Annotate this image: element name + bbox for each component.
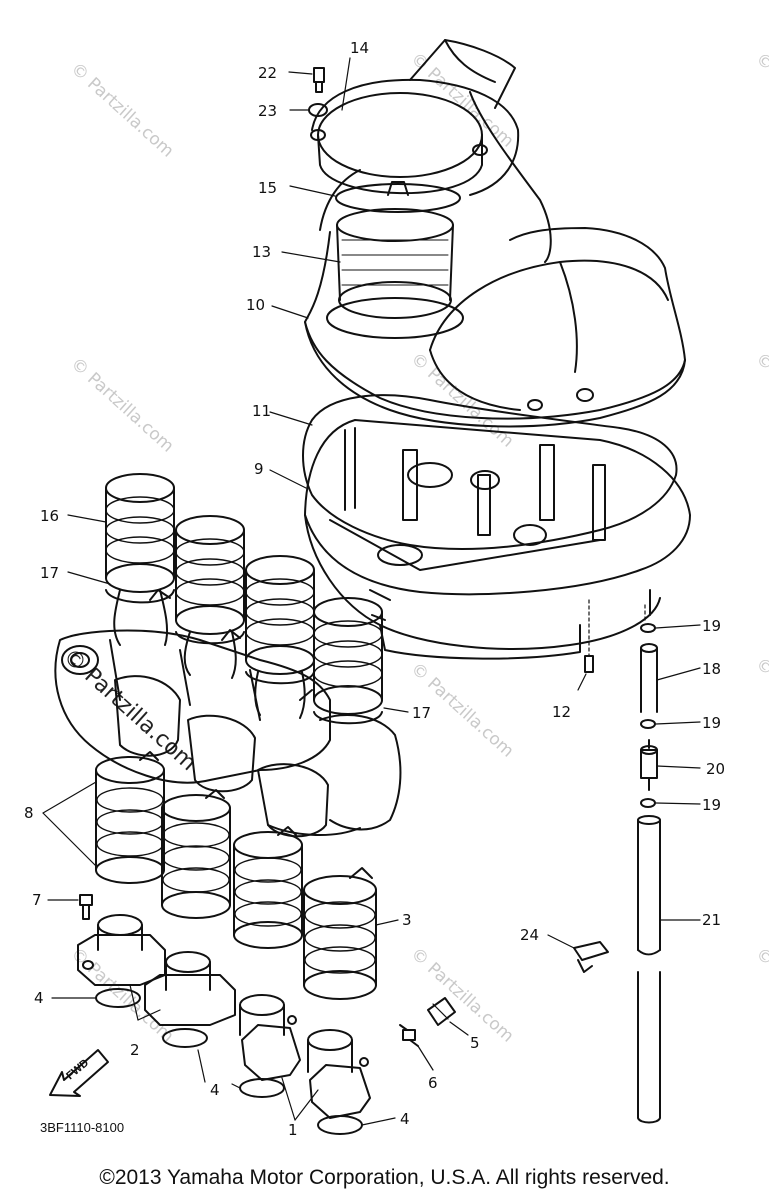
callout-4a: 4 bbox=[34, 989, 44, 1007]
screw-12 bbox=[577, 599, 594, 691]
clip-19 bbox=[640, 623, 656, 633]
o-ring-4 bbox=[317, 1115, 363, 1135]
callout-7: 7 bbox=[32, 891, 42, 909]
callout-4b: 4 bbox=[210, 1081, 220, 1099]
carb-joint-1 bbox=[95, 751, 165, 884]
watermark: © Partzilla.com bbox=[67, 59, 178, 162]
callout-6: 6 bbox=[428, 1074, 438, 1092]
case-gasket bbox=[302, 394, 678, 551]
callout-17a: 17 bbox=[40, 564, 59, 582]
fwd-arrow-icon bbox=[49, 1049, 109, 1097]
intake-manifold-3 bbox=[239, 994, 301, 1081]
clip-19 bbox=[640, 798, 656, 808]
drain-hose-18 bbox=[640, 643, 658, 713]
callout-4c: 4 bbox=[400, 1110, 410, 1128]
clamp-17 bbox=[175, 629, 245, 645]
air-cleaner-cap bbox=[304, 227, 686, 428]
callout-8: 8 bbox=[24, 804, 34, 822]
air-filter-element bbox=[326, 208, 464, 339]
clip-19 bbox=[640, 719, 656, 729]
clamp-17 bbox=[105, 589, 175, 604]
callout-13: 13 bbox=[252, 243, 271, 261]
callout-1: 1 bbox=[288, 1121, 298, 1139]
callout-9: 9 bbox=[254, 460, 264, 478]
screw-7 bbox=[79, 894, 93, 920]
callout-19c: 19 bbox=[702, 796, 721, 814]
carb-joint-2 bbox=[161, 789, 231, 919]
screw-22 bbox=[288, 67, 325, 93]
watermark: © Partzilla.com bbox=[67, 944, 178, 1047]
diagram-code: 3BF1110-8100 bbox=[40, 1120, 124, 1135]
air-duct-cover bbox=[311, 39, 552, 263]
fitting-6 bbox=[399, 1024, 419, 1047]
callout-11: 11 bbox=[252, 402, 271, 420]
watermark: © Partzilla.com bbox=[752, 654, 769, 757]
callout-20: 20 bbox=[706, 760, 725, 778]
clamp-17 bbox=[299, 689, 383, 725]
callout-5: 5 bbox=[470, 1034, 480, 1052]
watermark: © Partzilla.com bbox=[752, 49, 769, 152]
callout-24: 24 bbox=[520, 926, 539, 944]
o-ring-4 bbox=[239, 1078, 285, 1098]
callout-14: 14 bbox=[350, 39, 369, 57]
callout-19b: 19 bbox=[702, 714, 721, 732]
intake-manifold-4 bbox=[307, 1029, 371, 1119]
intake-boot-4 bbox=[313, 597, 383, 715]
watermark: © Partzilla.com bbox=[752, 349, 769, 452]
callout-15: 15 bbox=[258, 179, 277, 197]
intake-boot-3 bbox=[245, 555, 315, 719]
carb-joint-3 bbox=[233, 826, 303, 949]
watermark: © Partzilla.com bbox=[67, 354, 178, 457]
clamp-24 bbox=[573, 941, 609, 973]
check-valve-20 bbox=[640, 739, 658, 791]
drain-hose-21 bbox=[637, 815, 661, 1124]
callout-22: 22 bbox=[258, 64, 277, 82]
carb-joint-4 bbox=[303, 867, 377, 1000]
callout-labels: 14 22 23 15 13 10 11 9 16 17 17 8 7 3 4 … bbox=[24, 39, 725, 1139]
watermark: © Partzilla.com bbox=[407, 349, 518, 452]
plug-5 bbox=[427, 997, 456, 1026]
washer-23 bbox=[289, 103, 328, 117]
callout-3: 3 bbox=[402, 911, 412, 929]
air-cleaner-case bbox=[304, 419, 691, 660]
callout-12: 12 bbox=[552, 703, 571, 721]
callout-19a: 19 bbox=[702, 617, 721, 635]
leader-lines bbox=[42, 57, 701, 1126]
element-lid bbox=[310, 92, 488, 213]
watermark: © Partzilla.com bbox=[752, 944, 769, 1047]
clamp-17 bbox=[245, 671, 315, 685]
copyright-notice: ©2013 Yamaha Motor Corporation, U.S.A. A… bbox=[99, 1166, 670, 1189]
o-ring-4 bbox=[162, 1028, 208, 1048]
callout-23: 23 bbox=[258, 102, 277, 120]
callout-21: 21 bbox=[702, 911, 721, 929]
intake-boot-2 bbox=[175, 515, 245, 679]
callout-2: 2 bbox=[130, 1041, 140, 1059]
callout-16: 16 bbox=[40, 507, 59, 525]
callout-17b: 17 bbox=[412, 704, 431, 722]
intake-boot-1 bbox=[105, 473, 175, 646]
callout-18: 18 bbox=[702, 660, 721, 678]
callout-10: 10 bbox=[246, 296, 265, 314]
